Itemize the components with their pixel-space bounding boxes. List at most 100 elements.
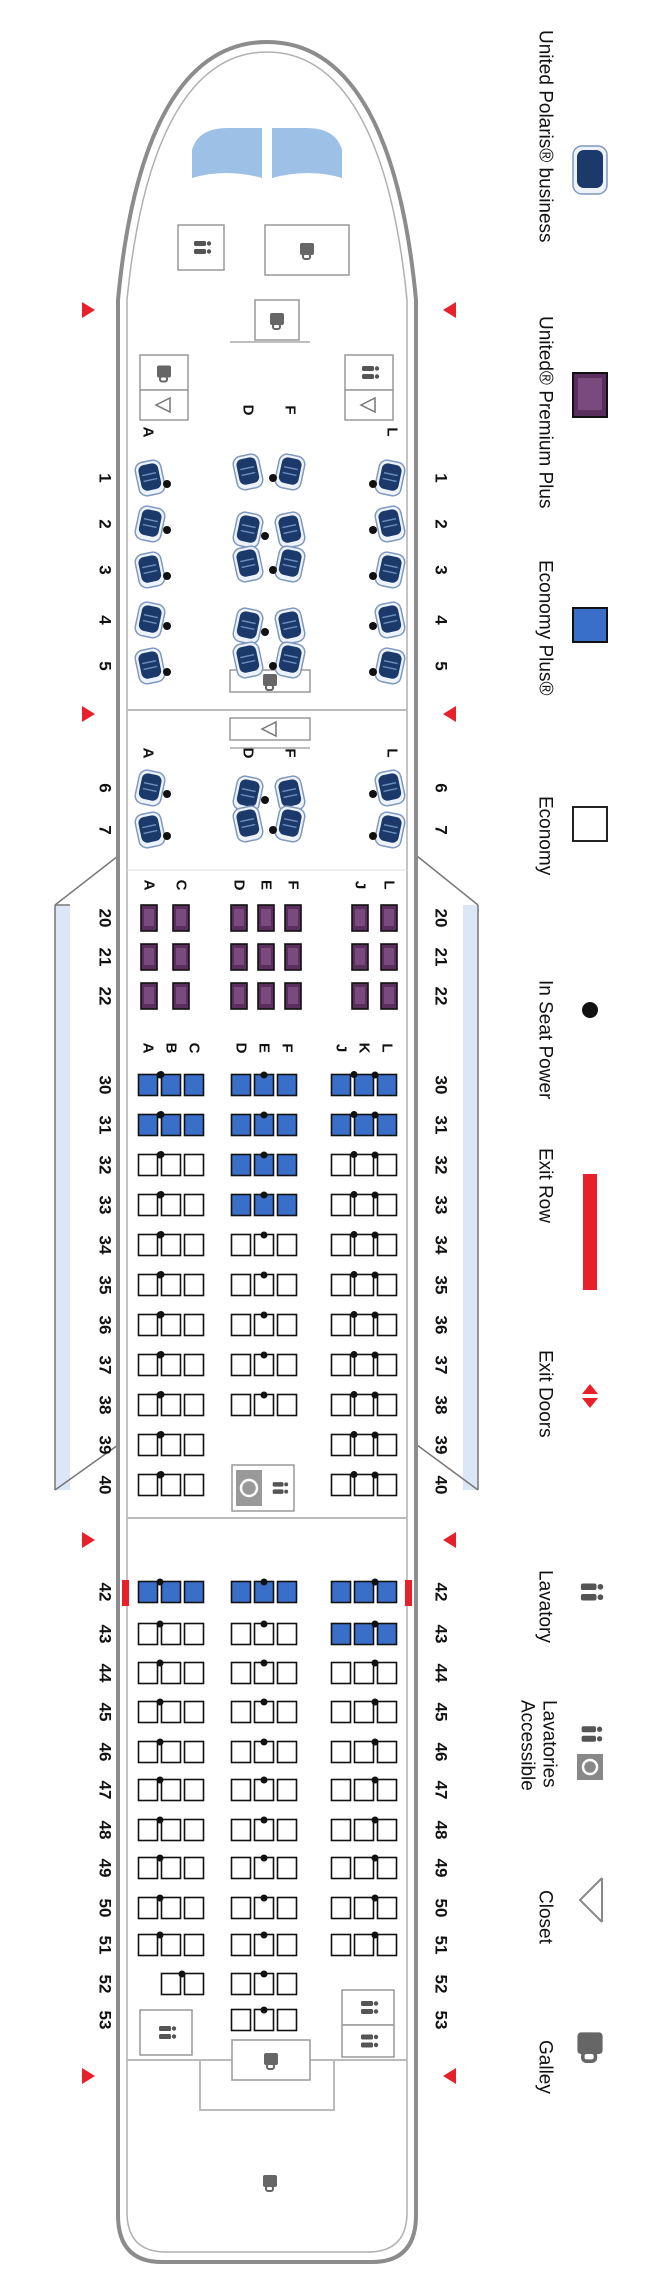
- wing-fairing-right: [463, 905, 478, 1490]
- polaris-seat-cushion: [278, 549, 302, 577]
- eplus-seat: [137, 1580, 159, 1604]
- polaris-seat-line: [382, 829, 397, 835]
- power-dot: [156, 1698, 164, 1706]
- power-dot: [156, 1431, 164, 1439]
- economy-seat: [353, 1233, 375, 1257]
- economy-seat: [183, 1972, 205, 1996]
- economy-seat: [276, 2008, 298, 2032]
- economy-seat: [137, 1896, 159, 1920]
- polaris-seat-line: [143, 781, 158, 787]
- person-body: [272, 1489, 284, 1494]
- person-head: [596, 1726, 603, 1732]
- row-number-left: 2: [96, 519, 115, 528]
- eplus-seat: [330, 1113, 352, 1137]
- polaris-seat-cushion: [236, 809, 260, 837]
- economy-seat: [183, 1818, 205, 1842]
- row-number-right: 1: [432, 473, 451, 482]
- closet: [139, 389, 189, 421]
- row-number-left: 46: [96, 1743, 115, 1762]
- economy-seat: [376, 1353, 398, 1377]
- power-dot: [260, 1578, 268, 1586]
- power-dot: [156, 1111, 164, 1119]
- row-number-left: 5: [96, 661, 115, 670]
- power-dot: [260, 1931, 268, 1939]
- person-body: [272, 1482, 284, 1487]
- power-dot: [261, 532, 269, 540]
- power-dot: [371, 1698, 379, 1706]
- row-number-right: 2: [432, 519, 451, 528]
- power-dot: [260, 1151, 268, 1159]
- polaris-seat-line: [383, 523, 398, 529]
- fuselage-inner: [126, 51, 408, 2253]
- column-letter-A: A: [140, 748, 157, 759]
- economy-seat: [183, 1778, 205, 1802]
- polaris-seat-cushion: [138, 651, 162, 679]
- person-body: [194, 249, 206, 254]
- economy-seat: [137, 1433, 159, 1457]
- economy-seat: [230, 1972, 252, 1996]
- polaris-seat-icon: [572, 145, 608, 195]
- polaris-seat: [134, 769, 166, 807]
- economy-seat: [183, 1233, 205, 1257]
- cup-handle: [302, 253, 311, 260]
- economy-seat: [330, 1153, 352, 1177]
- premium-seat-cushion: [234, 987, 244, 1004]
- column-letter-F: F: [282, 748, 299, 757]
- polaris-seat-cushion: [236, 645, 260, 673]
- economy-seat: [353, 1313, 375, 1337]
- economy-seat: [276, 1313, 298, 1337]
- economy-seat: [137, 1856, 159, 1880]
- economy-seat: [276, 1740, 298, 1764]
- person-body: [361, 2001, 373, 2006]
- power-dot: [156, 1894, 164, 1902]
- power-dot: [369, 480, 377, 488]
- polaris-seat-line: [282, 619, 297, 625]
- power-dot: [350, 1391, 358, 1398]
- economy-seat: [330, 1818, 352, 1842]
- economy-seat: [376, 1273, 398, 1297]
- cup-handle: [265, 684, 274, 691]
- economy-seat: [160, 1353, 182, 1377]
- economy-seat: [230, 1856, 252, 1880]
- power-dot: [260, 1351, 268, 1359]
- legend-item-closet: Closet: [535, 1877, 603, 1945]
- polaris-seat-line: [382, 569, 397, 575]
- row-number-right: 39: [432, 1436, 451, 1455]
- economy-seat: [276, 1622, 298, 1646]
- closet: [229, 717, 311, 741]
- economy-seat: [353, 1153, 375, 1177]
- economy-seat: [376, 1740, 398, 1764]
- row-number-right: 3: [432, 565, 451, 574]
- column-letter-C: C: [186, 1043, 203, 1054]
- polaris-seat: [232, 805, 264, 843]
- polaris-seat-line: [382, 477, 397, 483]
- galley-cup-icon: [263, 674, 277, 691]
- cup-handle: [272, 323, 281, 330]
- power-dot: [371, 1391, 379, 1399]
- polaris-seat-line: [382, 665, 397, 671]
- economy-seat: [376, 1700, 398, 1724]
- row-number-left: 52: [96, 1975, 115, 1994]
- row-number-left: 44: [96, 1664, 115, 1683]
- row-number-right: 52: [432, 1975, 451, 1994]
- galley-icon-group: [577, 2032, 603, 2064]
- economy-seat: [276, 1393, 298, 1417]
- row-number-right: 37: [432, 1356, 451, 1375]
- power-dot: [260, 1659, 268, 1667]
- economy-seat: [230, 1700, 252, 1724]
- power-dot: [156, 1471, 164, 1479]
- economy-seat: [137, 1233, 159, 1257]
- polaris-seat: [274, 453, 306, 491]
- premium-plus-seat-icon: [572, 372, 608, 418]
- legend-label: Economy Plus®: [535, 560, 556, 695]
- row-number-left: 45: [96, 1703, 115, 1722]
- economy-seat: [376, 1233, 398, 1257]
- person-head: [206, 241, 212, 246]
- economy-seat: [353, 1353, 375, 1377]
- legend-label: United® Premium Plus: [535, 316, 556, 508]
- economy-seat: [230, 1393, 252, 1417]
- row-number-right: 48: [432, 1821, 451, 1840]
- eplus-seat: [160, 1113, 182, 1137]
- power-dot: [371, 1351, 379, 1359]
- wheelchair-icon: [581, 1758, 599, 1776]
